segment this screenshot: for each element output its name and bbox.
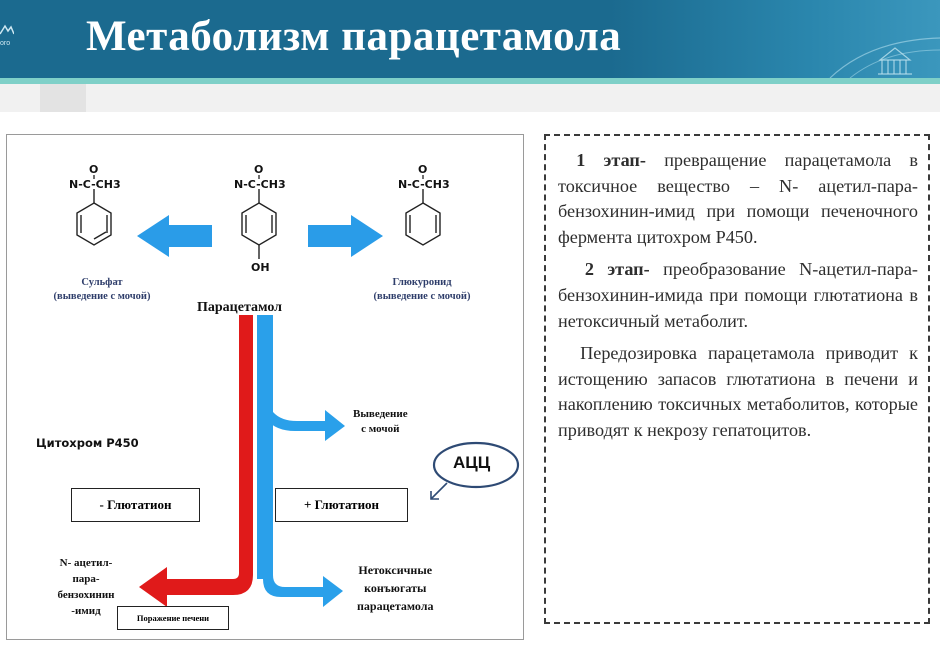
building-decoration-icon	[829, 37, 940, 79]
metabolism-diagram: O N-C-CH3 O N-C-CH3 O N-C-CH3 OH Сульфат…	[6, 134, 524, 640]
excretion-line-2: с мочой	[361, 423, 400, 435]
blue-pathway-arrow	[257, 315, 343, 607]
chem-center: N-C-CH3	[234, 178, 286, 191]
gray-block	[40, 84, 86, 112]
stage-1-heading: 1 этап-	[576, 150, 646, 170]
excretion-arrow	[257, 385, 345, 441]
minus-glutathione-box: - Глютатион	[71, 488, 200, 522]
arrow-to-sulfate	[137, 215, 212, 257]
red-pathway-arrow	[139, 315, 253, 607]
benzene-ring-right	[405, 189, 441, 246]
arrow-to-glucuronide	[308, 215, 383, 257]
logo-text: ого	[0, 40, 11, 47]
sulfate-name: Сульфат	[81, 277, 123, 288]
benzene-ring-center	[241, 189, 277, 259]
stage-2-paragraph: 2 этап- преобразование N-ацетил-пара-бен…	[558, 257, 918, 334]
stage-2-heading: 2 этап-	[584, 259, 650, 280]
nontoxic-line-3: парацетамола	[357, 599, 434, 613]
glucuronide-name: Глюкуронид	[392, 277, 452, 288]
nontoxic-line-2: конъюгаты	[364, 581, 427, 595]
nontoxic-line-1: Нетоксичные	[358, 563, 433, 577]
header-gradient	[610, 0, 940, 80]
sulfate-note: (выведение с мочой)	[53, 291, 151, 302]
gray-band	[0, 84, 940, 112]
napqi-line-2: пара-	[72, 573, 100, 585]
oxygen-left: O	[89, 163, 99, 176]
excretion-label: Выведение с мочой	[353, 407, 408, 437]
liver-damage-box: Поражение печени	[117, 606, 229, 630]
carbonyl-bonds	[93, 175, 424, 179]
overdose-paragraph: Передозировка парацетамола приводит к ис…	[558, 341, 918, 443]
diagram-graphics	[76, 175, 520, 607]
slide-title: Метаболизм парацетамола	[86, 13, 622, 60]
chem-left: N-C-CH3	[69, 178, 121, 191]
chem-right: N-C-CH3	[398, 178, 450, 191]
excretion-line-1: Выведение	[353, 408, 408, 420]
acc-label: АЦЦ	[453, 453, 491, 472]
hydroxyl-label: OH	[251, 261, 270, 274]
oxygen-right: O	[418, 163, 428, 176]
acc-arrow	[430, 482, 448, 500]
glucuronide-label: Глюкуронид (выведение с мочой)	[357, 276, 487, 304]
napqi-line-4: -имид	[71, 605, 101, 617]
logo-icon	[0, 24, 14, 35]
acc-ellipse	[432, 441, 520, 489]
napqi-line-1: N- ацетил-	[59, 557, 113, 569]
nontoxic-label: Нетоксичные конъюгаты парацетамола	[357, 561, 433, 615]
napqi-label: N- ацетил- пара- бензохинин -имид	[41, 555, 131, 619]
stage-1-paragraph: 1 этап- превращение парацетамола в токси…	[558, 148, 918, 250]
sulfate-label: Сульфат (выведение с мочой)	[37, 276, 167, 304]
napqi-line-3: бензохинин	[57, 589, 115, 601]
paracetamol-label: Парацетамол	[197, 300, 283, 315]
header-stripe	[0, 78, 940, 84]
plus-glutathione-box: + Глютатион	[275, 488, 408, 522]
overdose-text: Передозировка парацетамола приводит к ис…	[558, 343, 919, 440]
glucuronide-note: (выведение с мочой)	[373, 291, 471, 302]
oxygen-center: O	[254, 163, 264, 176]
stage-1-text: превращение парацетамола в токсичное вещ…	[558, 150, 919, 247]
stage-2-text: преобразование N-ацетил-пара-бензохинин-…	[558, 259, 918, 331]
benzene-ring-left	[76, 189, 112, 246]
slide-header: ого Метаболизм парацетамола	[0, 0, 940, 80]
explanation-panel: 1 этап- превращение парацетамола в токси…	[544, 134, 930, 624]
cyp450-label: Цитохром Р450	[36, 436, 139, 450]
